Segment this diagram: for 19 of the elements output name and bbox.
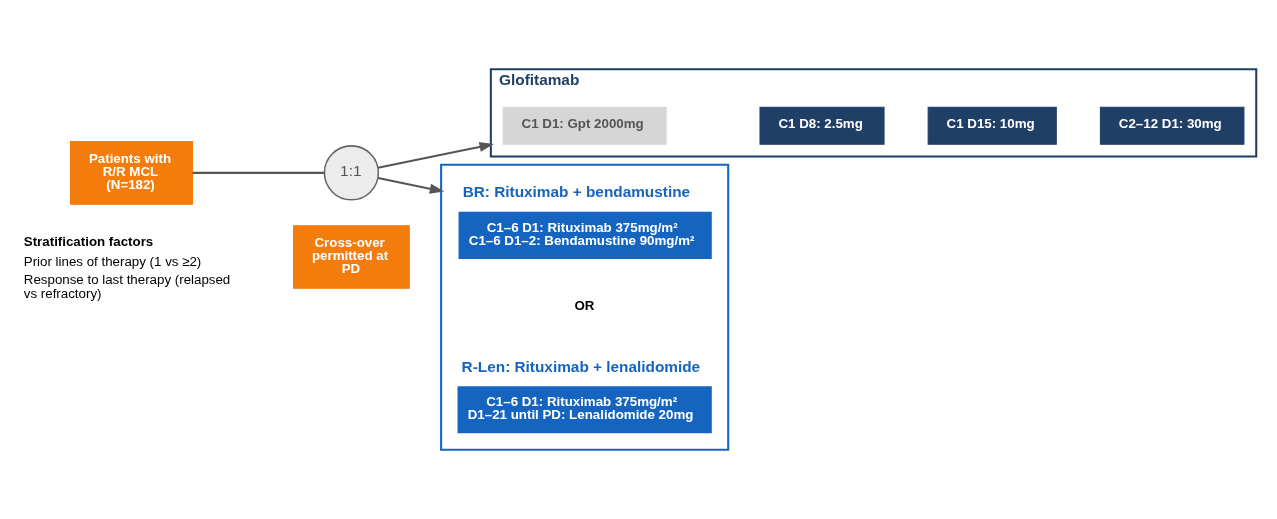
- node-box: C1 D8: 2.5mg: [758, 106, 885, 145]
- node-box: C2–12 D1: 30mg: [1099, 106, 1244, 145]
- label: Response to last therapy (relapsed vs refractory): [23, 272, 230, 302]
- arrow: [377, 141, 494, 169]
- label: Prior lines of therapy (1 vs ≥2): [23, 253, 201, 269]
- node-box: Cross-over permitted at PD: [292, 225, 410, 289]
- cluster: [439, 163, 729, 451]
- arrow: [377, 177, 444, 194]
- node-box: C1 D15: 10mg: [927, 106, 1057, 145]
- label: OR: [573, 297, 594, 313]
- node-box: C1 D1: Gpt 2000mg: [502, 106, 667, 145]
- connector: [192, 171, 324, 174]
- node-box: Patients with R/R MCL (N=182): [69, 141, 193, 205]
- node-label: R-Len: Rituximab + lenalidomide: [461, 357, 700, 375]
- label: Stratification factors: [23, 234, 153, 250]
- node-box: C1–6 D1: Rituximab 375mg/m² D1–21 until PD: Lenalidomide 20mg: [457, 386, 712, 434]
- node-box: C1–6 D1: Rituximab 375mg/m² C1–6 D1–2: Bendamustine 90mg/m²: [458, 211, 712, 259]
- node-label: BR: Rituximab + bendamustine: [462, 183, 690, 201]
- node-circle: 1:1: [323, 145, 379, 201]
